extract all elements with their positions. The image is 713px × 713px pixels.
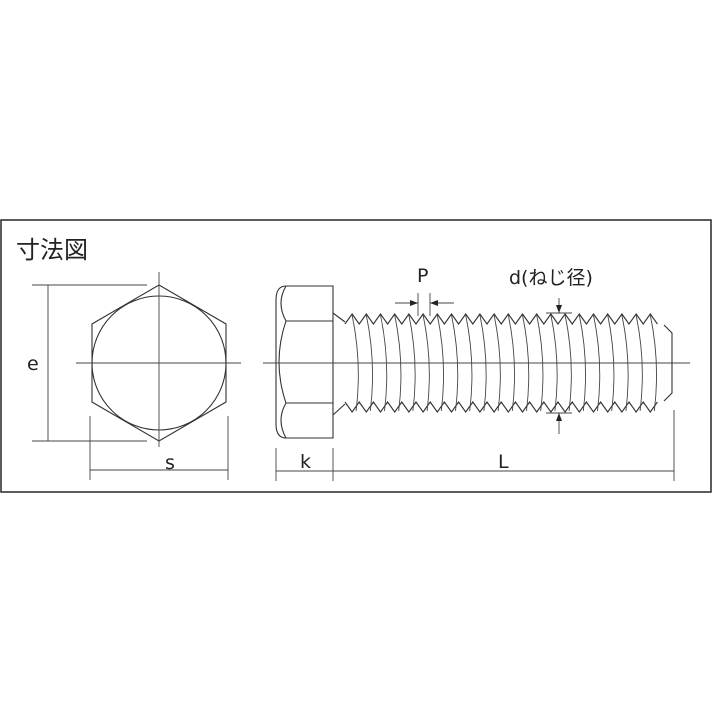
length-dimensions bbox=[275, 410, 675, 481]
dimension-label-k: k bbox=[300, 451, 311, 473]
dimension-label-P: P bbox=[417, 265, 428, 287]
diagram-frame bbox=[0, 219, 712, 493]
diagram-title: 寸法図 bbox=[16, 236, 88, 264]
dimension-label-s: s bbox=[165, 452, 175, 474]
thread-diameter-dimension bbox=[546, 298, 572, 434]
pitch-dimension bbox=[395, 293, 454, 316]
bolt-side-view bbox=[263, 285, 690, 439]
dimension-label-L: L bbox=[498, 451, 509, 473]
dimension-label-d: d(ねじ径) bbox=[509, 267, 593, 289]
dimension-label-e: e bbox=[27, 353, 39, 375]
hex-head-front-view bbox=[32, 272, 241, 480]
